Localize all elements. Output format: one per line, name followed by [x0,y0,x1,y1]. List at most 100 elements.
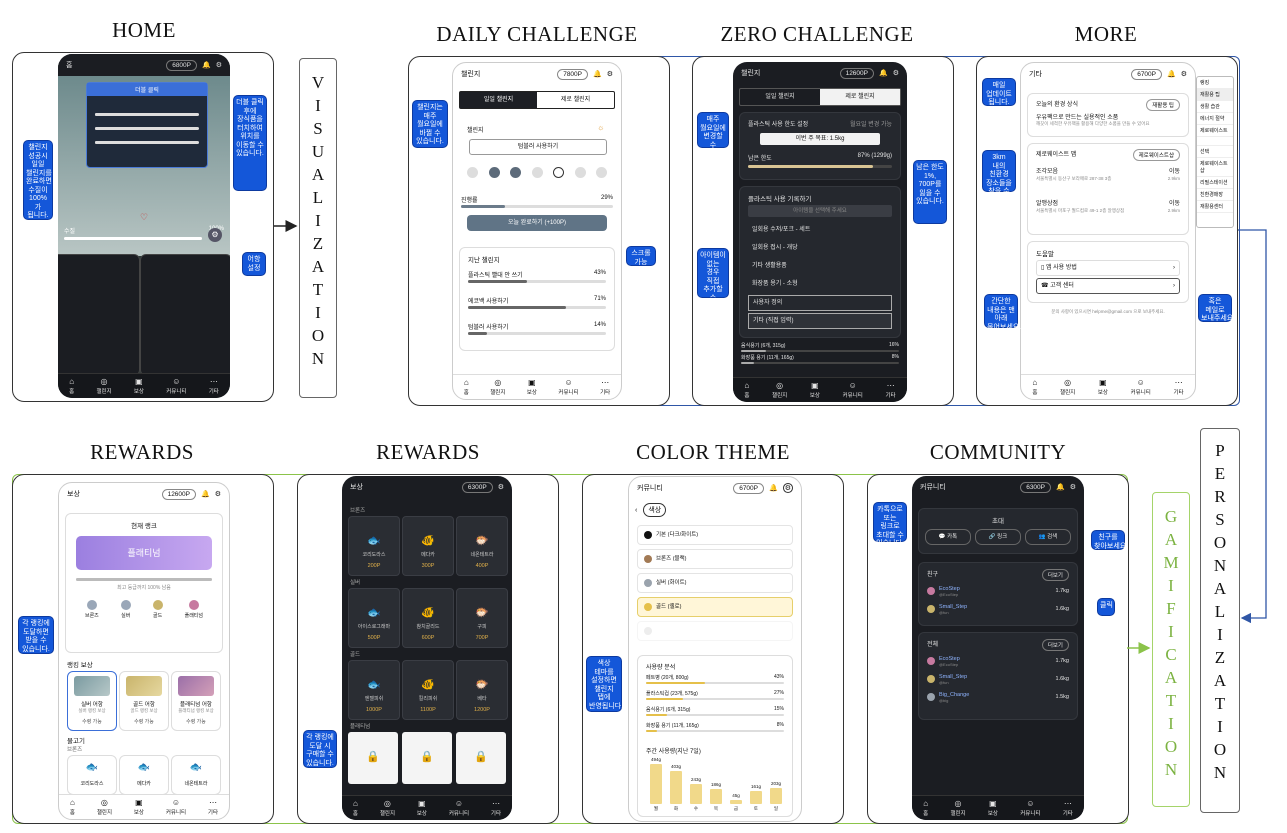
rank-icon-item[interactable]: 플래티넘 [185,600,203,619]
bell-icon[interactable]: 🔔 [593,71,602,78]
gear-icon[interactable]: ⚙ [214,491,221,498]
nav-item[interactable]: ⋯기타 [1174,378,1184,396]
place-go[interactable]: 이동 [1168,201,1180,207]
nav-item[interactable]: ☺커뮤니티 [449,799,469,817]
gear-icon[interactable]: ⚙ [1180,71,1187,78]
nav-item[interactable]: ⌂홈 [353,799,358,817]
nav-item[interactable]: ▣보상 [134,377,144,395]
bell-icon[interactable]: 🔔 [769,485,778,492]
nav-item[interactable]: ☺커뮤니티 [843,381,863,399]
side-menu-item[interactable]: 선택 [1197,146,1233,158]
nav-item[interactable]: ⋯기타 [600,378,610,396]
theme-option[interactable] [637,621,793,641]
nav-item[interactable]: ☺커뮤니티 [1131,378,1151,396]
nav-item[interactable]: ▣보상 [988,799,998,817]
side-menu-item[interactable]: 제로웨이스트샵 [1197,158,1233,177]
all-more-chip[interactable]: 더보기 [1041,639,1069,651]
zero-item-option[interactable]: 사용자 정의 [748,295,892,311]
bell-icon[interactable]: 🔔 [1056,484,1065,491]
invite-button[interactable]: 👥 검색 [1025,529,1071,545]
bell-icon[interactable]: 🔔 [879,70,888,77]
tip-chip[interactable]: 재활용 팁 [1146,99,1180,111]
tab-zero[interactable]: 제로 챌린지 [820,89,900,105]
gear-icon[interactable]: ⚙ [497,484,504,491]
nav-item[interactable]: ◎챌린지 [380,799,395,817]
side-menu-item[interactable]: 재활용 팁 [1197,89,1233,101]
nav-item[interactable]: ◎챌린지 [96,377,111,395]
nav-item[interactable]: ▣보상 [417,799,427,817]
nav-item[interactable]: ▣보상 [1098,378,1108,396]
nav-item[interactable]: ⌂홈 [70,798,75,816]
nav-item[interactable]: ⋯기타 [209,377,219,395]
item-select[interactable]: 아이템을 선택해 주세요 [748,205,892,217]
side-menu-item[interactable]: 친환경매장 [1197,189,1233,201]
nav-item[interactable]: ◎챌린지 [97,798,112,816]
bell-icon[interactable]: 🔔 [202,62,211,69]
invite-button[interactable]: 🔗 링크 [975,529,1021,545]
rank-icon-item[interactable]: 브론즈 [85,600,99,619]
nav-item[interactable]: ▣보상 [527,378,537,396]
side-menu-item[interactable]: 리필스테이션 [1197,177,1233,189]
theme-option[interactable]: 브론즈 (블랙) [637,549,793,569]
fish-card[interactable]: 🐟메다카 [119,755,169,795]
nav-item[interactable]: ⋯기타 [491,799,501,817]
nav-item[interactable]: ◎챌린지 [950,799,965,817]
nav-item[interactable]: ☺커뮤니티 [166,798,186,816]
rank-icon-item[interactable]: 골드 [152,600,163,619]
map-chip[interactable]: 제로웨이스트샵 [1132,149,1180,161]
friends-more-chip[interactable]: 더보기 [1041,569,1069,581]
nav-item[interactable]: ▣보상 [810,381,820,399]
back-arrow-icon[interactable]: ‹ [635,506,638,514]
decoration-heart-icon[interactable]: ♡ [140,212,149,222]
nav-item[interactable]: ◎챌린지 [490,378,505,396]
side-menu-item[interactable]: 랭킹 [1197,77,1233,89]
nav-item[interactable]: ☺커뮤니티 [1020,799,1040,817]
bell-icon[interactable]: 🔔 [1167,71,1176,78]
side-menu-item[interactable]: 제로웨이스트 [1197,125,1233,137]
gear-icon[interactable]: ⚙ [215,62,222,69]
nav-item[interactable]: ⌂홈 [923,799,928,817]
fish-card[interactable]: 🐟코리도라스 [67,755,117,795]
zero-item-option[interactable]: 일회용 수저/포크 - 세트 [752,227,811,233]
nav-item[interactable]: ⌂홈 [744,381,749,399]
theme-option[interactable]: 실버 (화이트) [637,573,793,593]
invite-button[interactable]: 💬 카톡 [925,529,971,545]
zero-item-option[interactable]: 기타 (직접 입력) [748,313,892,329]
nav-item[interactable]: ⋯기타 [886,381,896,399]
fish-card[interactable]: 🐟네온테트라 [171,755,221,795]
side-menu-item[interactable]: 생활 습관 [1197,101,1233,113]
help-item[interactable]: ☎ 고객 센터› [1036,278,1180,294]
zero-item-option[interactable]: 기타 생활용품 [752,263,787,269]
zero-item-option[interactable]: 일회용 접시 - 개당 [752,245,798,251]
nav-item[interactable]: ⌂홈 [69,377,74,395]
nav-item[interactable]: ☺커뮤니티 [166,377,186,395]
gear-icon[interactable]: ⚙ [892,70,899,77]
nav-item[interactable]: ⌂홈 [1032,378,1037,396]
zero-item-option[interactable]: 화장품 용기 - 소형 [752,281,798,287]
aquarium-settings-icon[interactable]: ⚙ [208,228,222,242]
help-item[interactable]: ▯ 앱 사용 방법› [1036,260,1180,276]
tab-zero[interactable]: 제로 챌린지 [560,97,591,103]
nav-item[interactable]: ⋯기타 [1063,799,1073,817]
nav-item[interactable]: ☺커뮤니티 [558,378,578,396]
challenge-item[interactable]: 텀블러 사용하기 [469,139,607,155]
